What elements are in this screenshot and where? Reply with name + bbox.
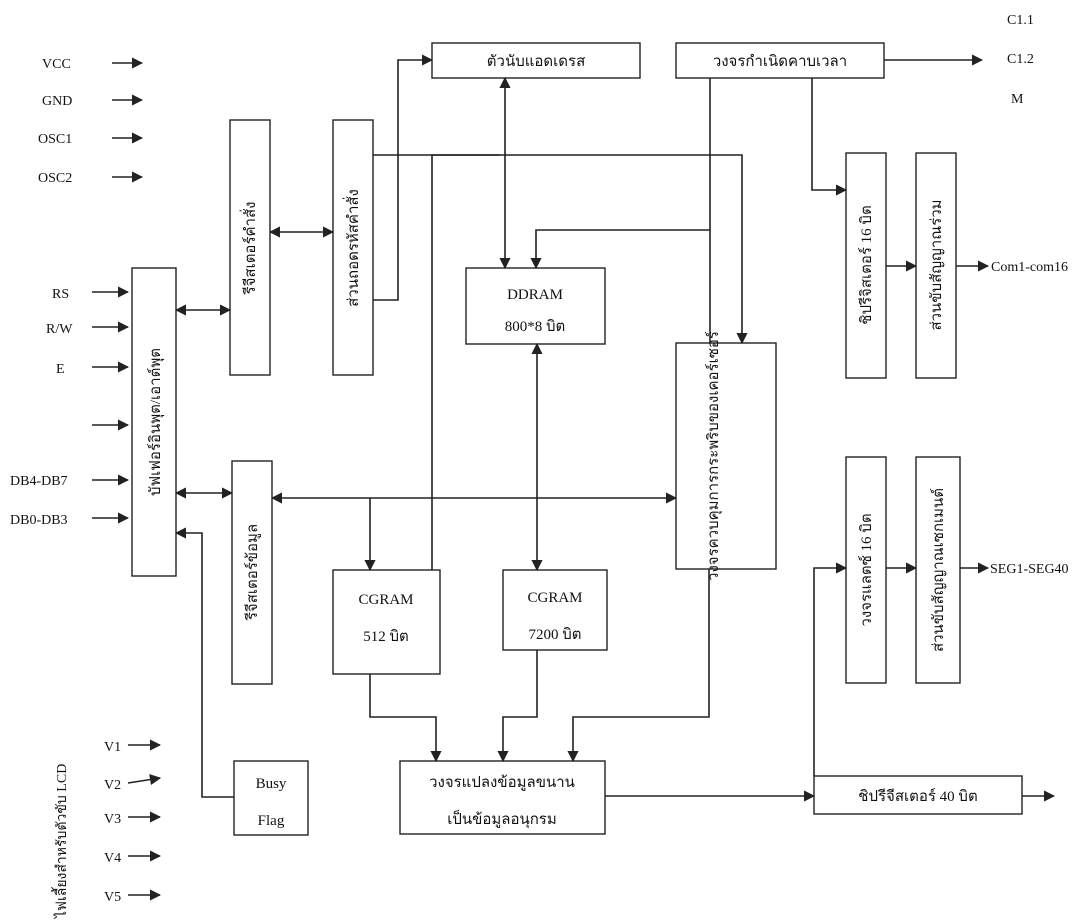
latch-16-block: วงจรแลตซ์ 16 บิต <box>846 457 886 683</box>
latch-16-label: วงจรแลตซ์ 16 บิต <box>858 513 875 626</box>
control-inputs: RS R/W E DB4-DB7 DB0-DB3 <box>10 287 128 528</box>
cgram-7200-label: CGRAM <box>527 590 582 606</box>
timing-generator-block: วงจรกำเนิดคาบเวลา <box>676 43 884 78</box>
vcc-label: VCC <box>42 57 71 72</box>
db4-db7-label: DB4-DB7 <box>10 474 68 489</box>
busy-flag-block: Busy Flag <box>234 761 308 835</box>
busy-flag-label-1: Busy <box>256 776 287 792</box>
rs-label: RS <box>52 287 69 302</box>
seg-output-label: SEG1-SEG40 <box>990 562 1069 577</box>
io-buffer-block: บัฟเฟอร์อินพุต/เอาต์พุต <box>132 268 176 576</box>
e-label: E <box>56 362 65 377</box>
ddram-block: DDRAM 800*8 บิต <box>466 268 605 344</box>
rw-label: R/W <box>46 322 73 337</box>
cursor-control-block: วงจรควบคุมการกระพริบของเคอร์เซอร์ <box>676 331 776 581</box>
ddram-size: 800*8 บิต <box>505 318 566 335</box>
parallel-to-serial-block: วงจรแปลงข้อมูลขนาน เป็นข้อมูลอนุกรม <box>400 761 605 834</box>
voltage-inputs: V1 V2 V3 V4 V5 ไฟเลี้ยงสำหรับตัวขับ LCD <box>51 740 160 919</box>
c11-label: C1.1 <box>1007 13 1034 28</box>
shift-register-16-block: ชิปรีจิสเตอร์ 16 บิต <box>846 153 886 378</box>
v4-label: V4 <box>104 851 121 866</box>
m-label: M <box>1011 92 1024 107</box>
address-counter-label: ตัวนับแอดเดรส <box>487 54 585 70</box>
v5-label: V5 <box>104 890 121 905</box>
c12-label: C1.2 <box>1007 52 1034 67</box>
shift-register-40-block: ชิปรีจีสเตอร์ 40 บิต <box>814 776 1022 814</box>
osc1-label: OSC1 <box>38 132 72 147</box>
busy-flag-label-2: Flag <box>258 813 285 829</box>
ddram-label: DDRAM <box>507 287 563 303</box>
common-driver-label: ส่วนขับสัญญาณร่วม <box>929 199 945 330</box>
cgram-512-label: CGRAM <box>358 592 413 608</box>
parallel-to-serial-label-1: วงจรแปลงข้อมูลขนาน <box>429 774 575 791</box>
data-register-block: รีจีสเตอร์ข้อมูล <box>232 461 272 684</box>
common-driver-block: ส่วนขับสัญญาณร่วม <box>916 153 956 378</box>
timing-generator-label: วงจรกำเนิดคาบเวลา <box>713 53 847 70</box>
segment-driver-block: ส่วนขับสัญญาณเซกเมนต์ <box>916 457 960 683</box>
data-register-label: รีจีสเตอร์ข้อมูล <box>244 524 261 621</box>
voltage-caption: ไฟเลี้ยงสำหรับตัวขับ LCD <box>51 764 70 919</box>
power-inputs: VCC GND OSC1 OSC2 <box>38 57 142 186</box>
parallel-to-serial-label-2: เป็นข้อมูลอนุกรม <box>447 809 557 829</box>
address-counter-block: ตัวนับแอดเดรส <box>432 43 640 78</box>
gnd-label: GND <box>42 94 72 109</box>
v3-label: V3 <box>104 812 121 827</box>
cursor-control-label: วงจรควบคุมการกระพริบของเคอร์เซอร์ <box>705 331 723 581</box>
shift-register-40-label: ชิปรีจีสเตอร์ 40 บิต <box>858 788 977 805</box>
clock-outputs: C1.1 C1.2 M <box>884 13 1034 107</box>
com-output-label: Com1-com16 <box>991 260 1068 275</box>
cgram-512-size: 512 บิต <box>363 628 409 645</box>
io-buffer-label: บัฟเฟอร์อินพุต/เอาต์พุต <box>147 348 165 496</box>
v1-label: V1 <box>104 740 121 755</box>
cgram-512-block: CGRAM 512 บิต <box>333 570 440 674</box>
instruction-register-block: รีจีสเตอร์คำสั่ง <box>230 120 270 375</box>
cgram-7200-size: 7200 บิต <box>528 626 581 643</box>
db0-db3-label: DB0-DB3 <box>10 513 68 528</box>
shift-register-16-label: ชิปรีจิสเตอร์ 16 บิต <box>858 205 875 324</box>
instruction-decoder-block: ส่วนถอดรหัสคำสั่ง <box>333 120 373 375</box>
segment-driver-label: ส่วนขับสัญญาณเซกเมนต์ <box>930 488 947 652</box>
osc2-label: OSC2 <box>38 171 72 186</box>
cgram-7200-block: CGRAM 7200 บิต <box>503 570 607 650</box>
v2-label: V2 <box>104 778 121 793</box>
